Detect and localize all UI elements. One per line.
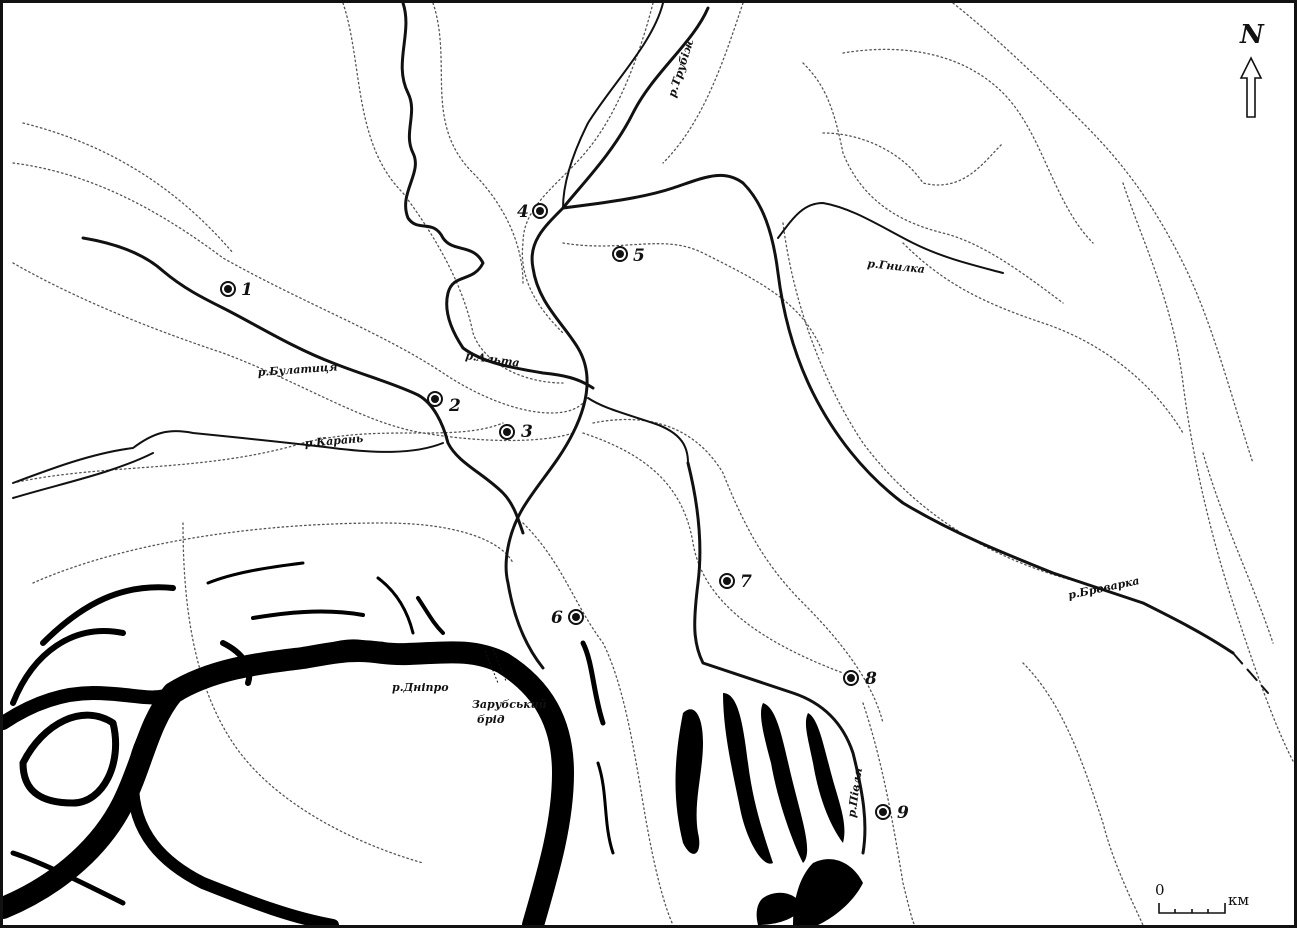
site-marker[interactable]: 4 — [517, 202, 548, 222]
label-hnylka: р.Гнилка — [867, 257, 926, 276]
rivers — [12, 3, 1269, 855]
river-hnylka-course — [777, 202, 1004, 274]
marsh-islands — [675, 693, 863, 925]
label-alta: р.Альта — [465, 349, 521, 369]
river-pivlia-course — [686, 461, 867, 855]
river-karan-course — [12, 430, 444, 484]
site-marker[interactable]: 5 — [612, 246, 645, 266]
site-marker[interactable]: 8 — [843, 669, 877, 689]
site-number: 4 — [517, 202, 529, 222]
label-ford-line2: брід — [477, 713, 505, 726]
river-bulatytsia-course — [81, 236, 525, 535]
site-number: 1 — [241, 280, 253, 300]
label-trubizh: р.Трубіж — [665, 37, 696, 99]
river-trubizh-course — [504, 6, 710, 670]
site-marker[interactable]: 1 — [220, 280, 253, 300]
north-arrow-icon — [1239, 56, 1263, 118]
site-marker[interactable]: 2 — [427, 391, 461, 416]
site-number: 8 — [864, 669, 877, 689]
river-trubizh-east — [561, 173, 1235, 655]
north-arrow: N — [1239, 20, 1265, 118]
site-marker[interactable]: 9 — [875, 803, 909, 823]
label-bulatytsia: р.Булатиця — [257, 360, 338, 379]
site-marker[interactable]: 3 — [499, 422, 533, 442]
map-canvas[interactable]: р.Трубіж р.Гнилка р.Альта р.Булатиця р.К… — [3, 3, 1294, 925]
label-karan: р.Карань — [304, 432, 364, 450]
label-ford-line1: Зарубський — [472, 698, 547, 711]
scale-unit: км — [1228, 891, 1249, 909]
scale-bar: 0 км — [1155, 881, 1249, 914]
river-alta-course — [400, 3, 595, 390]
ford-marker — [484, 650, 499, 684]
site-number: 6 — [551, 608, 563, 628]
site-number: 2 — [448, 396, 461, 416]
north-label: N — [1239, 20, 1265, 50]
site-number: 9 — [897, 803, 909, 823]
terrace-lines — [12, 3, 1294, 925]
river-labels: р.Трубіж р.Гнилка р.Альта р.Булатиця р.К… — [257, 37, 1140, 819]
site-number: 7 — [740, 572, 752, 592]
site-number: 5 — [633, 246, 645, 266]
dnipro-river — [3, 561, 615, 925]
scale-zero: 0 — [1155, 881, 1165, 899]
sites: 1 2 3 4 5 6 7 — [220, 202, 909, 823]
label-dnipro: р.Дніпро — [392, 681, 449, 694]
site-marker[interactable]: 6 — [551, 608, 584, 628]
site-marker[interactable]: 7 — [719, 572, 752, 592]
site-number: 3 — [521, 422, 533, 442]
